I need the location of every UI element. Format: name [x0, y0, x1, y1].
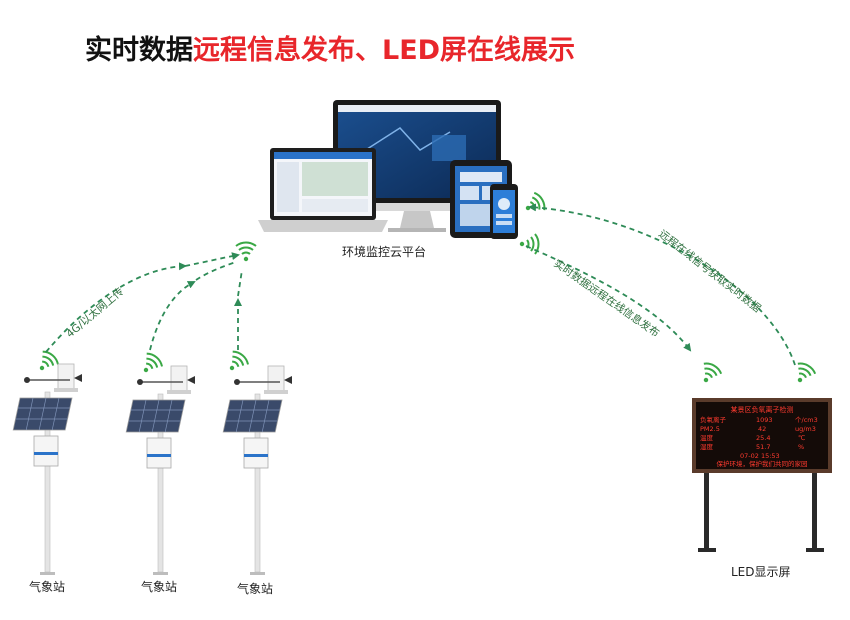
wifi-icon-platform-left: [235, 241, 257, 263]
platform-devices: [258, 100, 518, 239]
station-label-3: 气象站: [237, 582, 274, 596]
link-led-to-platform: [528, 203, 796, 366]
platform-label: 环境监控云平台: [342, 245, 427, 259]
link-to-led-label: 实时数据远程在线信息发布: [551, 257, 662, 340]
link-lines: [45, 203, 796, 366]
wifi-icon-led-left: [695, 359, 724, 388]
weather-station-1: [12, 363, 82, 575]
weather-station-2: [125, 365, 195, 575]
led-row-value-2: 25.4: [756, 434, 770, 442]
led-rows: 负氧离子 1093 个/cm3 PM2.5 42 ug/m3 温度 25.4 ℃…: [700, 415, 818, 468]
led-row-unit-2: ℃: [798, 434, 805, 442]
laptop-icon: [258, 148, 388, 232]
led-row-unit-1: ug/m3: [795, 425, 816, 433]
link-station-1: [45, 262, 187, 353]
weather-station-3: [222, 365, 292, 575]
wifi-icon-station-2: [135, 349, 166, 380]
led-row-name-3: 湿度: [700, 442, 714, 451]
led-display: 某景区负氧离子检测 负氧离子 1093 个/cm3 PM2.5 42 ug/m3…: [692, 398, 832, 552]
wifi-icon-platform-right-upper: [520, 190, 549, 219]
wifi-icon-station-1: [31, 347, 62, 378]
led-label: LED显示屏: [731, 565, 791, 579]
led-slogan: 保护环境，保护我们共同的家园: [717, 459, 808, 468]
led-row-value-3: 51.7: [756, 443, 770, 451]
led-row-value-0: 1093: [756, 416, 773, 424]
title-black-part: 实时数据: [85, 35, 193, 66]
station-label-1: 气象站: [29, 580, 66, 594]
led-row-name-0: 负氧离子: [700, 415, 727, 424]
link-platform-to-led: [525, 245, 692, 352]
page-title: 实时数据远程信息发布、LED屏在线展示: [85, 28, 575, 67]
led-row-value-1: 42: [758, 425, 766, 433]
station-label-2: 气象站: [141, 580, 178, 594]
led-row-unit-3: %: [798, 443, 804, 451]
link-upload-top: [184, 252, 240, 267]
link-upload-label: 4G/以太网上传: [64, 285, 127, 341]
led-row-name-1: PM2.5: [700, 425, 720, 433]
link-from-led-label: 远程在线信号获取实时数据: [656, 227, 764, 315]
wifi-icon-station-3: [221, 347, 252, 378]
led-datetime: 07-02 15:53: [740, 452, 780, 460]
title-red-part: 远程信息发布、LED屏在线展示: [193, 35, 576, 66]
link-station-3-to-platform: [237, 269, 243, 297]
led-screen-title: 某景区负氧离子检测: [731, 405, 794, 414]
link-station-2-to-platform: [195, 261, 237, 281]
phone-icon: [490, 184, 518, 239]
led-row-unit-0: 个/cm3: [795, 416, 818, 424]
led-row-name-2: 温度: [700, 433, 714, 442]
link-station-2: [149, 281, 196, 351]
